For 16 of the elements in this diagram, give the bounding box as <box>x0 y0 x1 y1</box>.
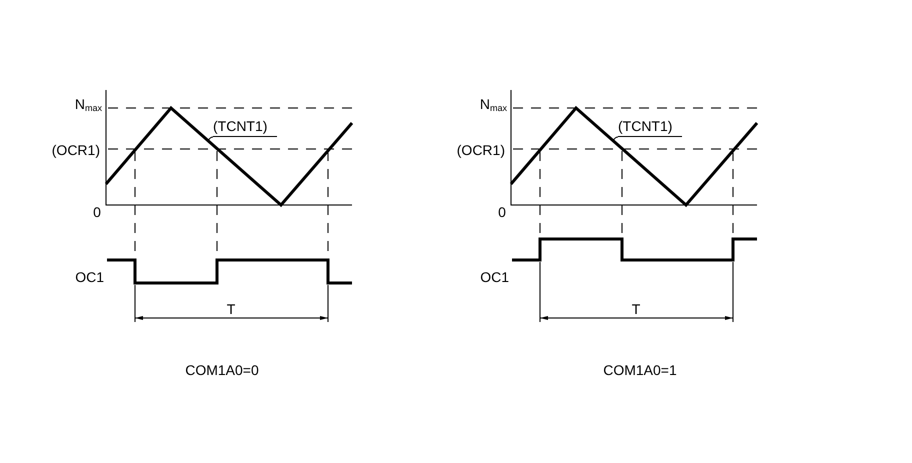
waveform-label: (TCNT1) <box>213 117 277 137</box>
axis-label: OC1 <box>479 268 509 286</box>
axis-label: COM1A0=0 <box>184 361 260 379</box>
axis-label: T <box>630 300 642 318</box>
axis-label: OC1 <box>74 268 104 286</box>
waveform-label: (TCNT1) <box>618 117 682 137</box>
axis-label: N$_{max}$ <box>478 95 507 113</box>
axis-label: N$_{max}$ <box>74 95 102 113</box>
leader-line <box>612 136 618 142</box>
leader-line <box>208 136 214 142</box>
axis-label: COM1A0=1 <box>602 361 678 379</box>
axis-label: 0 <box>497 203 507 221</box>
axis-label: T <box>226 300 236 318</box>
axis-label: 0 <box>92 203 102 221</box>
axis-label: (OCR1) <box>50 141 100 159</box>
axis-label: (OCR1) <box>456 141 505 159</box>
